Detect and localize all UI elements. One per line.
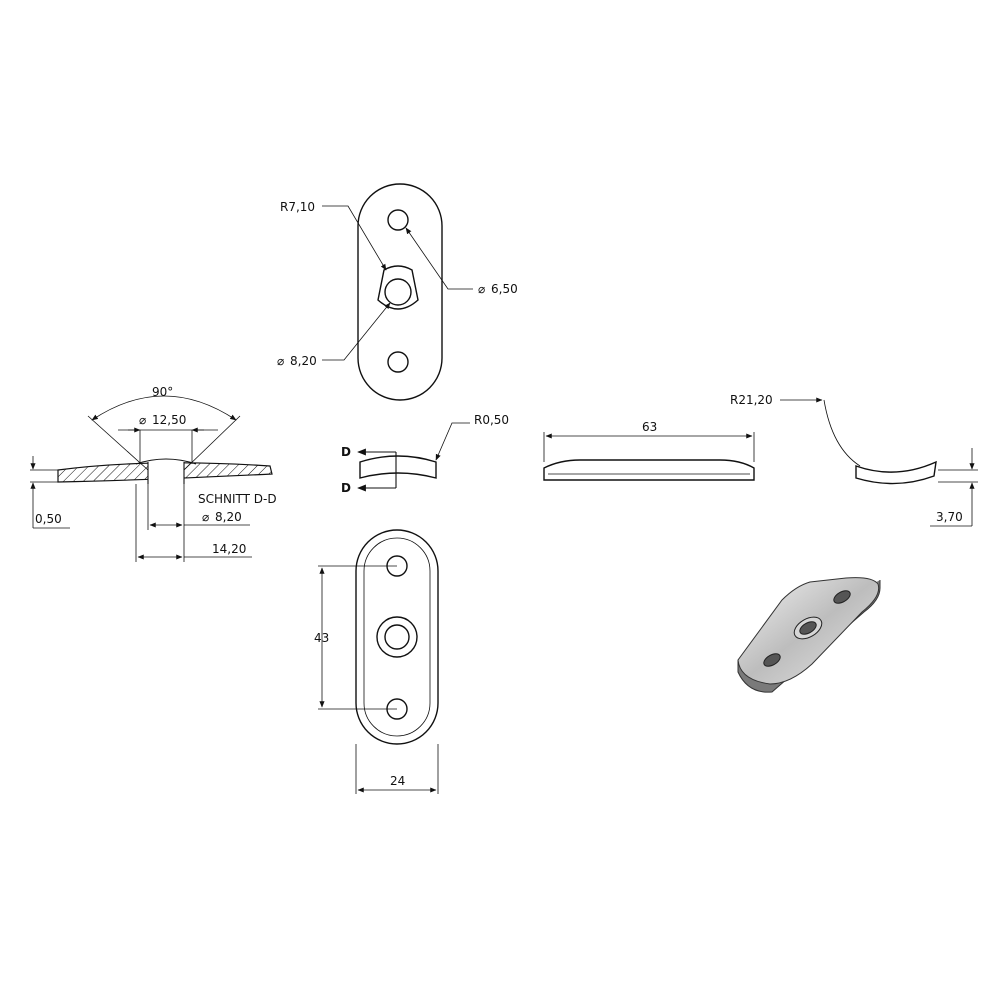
hole-center-dimension: ⌀ 8,20 xyxy=(277,354,317,368)
hole-spacing-label: 43 xyxy=(314,631,329,645)
section-view: 90° ⌀ 12,50 0,50 SCHNITT D-D ⌀ 8,20 14, xyxy=(30,385,277,562)
iso-hole-lower xyxy=(763,653,781,667)
bore-cut xyxy=(148,462,184,484)
diameter-symbol-center: ⌀ xyxy=(277,354,284,368)
side-profile xyxy=(543,459,755,481)
length-label: 63 xyxy=(642,420,657,434)
curve-profile xyxy=(855,460,937,485)
cut-marker-top: D xyxy=(341,445,351,459)
diameter-symbol-small: ⌀ xyxy=(478,282,485,296)
bore-dimension: ⌀ 8,20 xyxy=(202,510,242,524)
section-title: SCHNITT D-D xyxy=(198,492,277,506)
width-label: 14,20 xyxy=(212,542,246,556)
hole-small-dimension: ⌀ 6,50 xyxy=(478,282,518,296)
iso-hole-center xyxy=(799,621,817,635)
bore-label: 8,20 xyxy=(215,510,242,524)
top-view: R7,10 ⌀ 6,50 ⌀ 8,20 xyxy=(277,183,518,401)
counterbore-dimension: ⌀ 12,50 xyxy=(139,413,186,427)
isometric-view xyxy=(737,577,881,693)
width-label-front: 24 xyxy=(390,774,405,788)
front-view: 43 24 xyxy=(314,529,439,794)
hole-top-center xyxy=(384,278,412,306)
angle-label: 90° xyxy=(152,385,173,399)
radius-label: R7,10 xyxy=(280,200,315,214)
cut-marker-bottom: D xyxy=(341,481,351,495)
diameter-symbol-counterbore: ⌀ xyxy=(139,413,146,427)
curve-view: R21,20 3,70 xyxy=(730,393,978,527)
plate-inner-outline xyxy=(363,537,431,737)
hole-top-upper xyxy=(387,209,409,231)
counterbore-label: 12,50 xyxy=(152,413,186,427)
iso-hole-upper xyxy=(833,590,851,604)
diameter-symbol-bore: ⌀ xyxy=(202,510,209,524)
height-label: 3,70 xyxy=(936,510,963,524)
hole-small-label: 6,50 xyxy=(491,282,518,296)
end-view: D D R0,50 xyxy=(341,413,509,495)
hole-top-lower xyxy=(387,351,409,373)
bend-radius-label: R21,20 xyxy=(730,393,773,407)
edge-radius-label: R0,50 xyxy=(474,413,509,427)
end-profile xyxy=(359,455,437,479)
thickness-label: 0,50 xyxy=(35,512,62,526)
side-view: 63 xyxy=(543,420,755,481)
hole-center-label: 8,20 xyxy=(290,354,317,368)
hole-front-center xyxy=(384,624,410,650)
